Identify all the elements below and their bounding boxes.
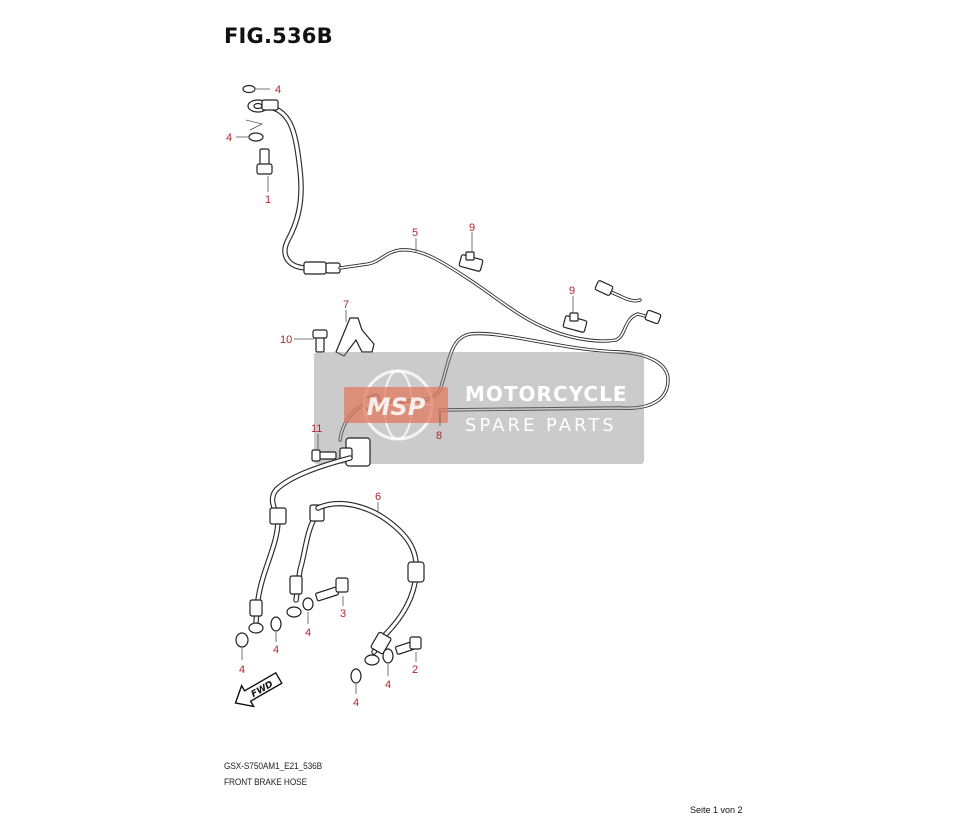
- brake-hose-6: [315, 500, 425, 666]
- callout-11: 11: [311, 423, 322, 435]
- callout-9-a: 9: [469, 222, 475, 234]
- washer-4-c: [302, 597, 314, 611]
- lower-hose-left: [248, 455, 353, 634]
- model-code: GSX-S750AM1_E21_536B: [224, 761, 323, 771]
- callout-9-b: 9: [569, 285, 575, 297]
- pipe-end-fitting: [594, 280, 642, 303]
- brake-pipe-5: [338, 248, 662, 343]
- callout-4-lower-mid: 4: [305, 627, 311, 639]
- callout-2: 2: [412, 664, 418, 676]
- watermark-line1: MOTORCYCLE: [465, 382, 627, 406]
- callout-4-lower-left-a: 4: [239, 664, 245, 676]
- washer-4-a: [235, 632, 249, 648]
- callout-8: 8: [436, 430, 442, 442]
- lower-hose-middle: [286, 504, 325, 618]
- bolt-11: [311, 449, 337, 462]
- upper-hose: [267, 104, 341, 275]
- banjo-bolt-1: [256, 148, 273, 175]
- callout-5: 5: [412, 227, 418, 239]
- figure-name: FRONT BRAKE HOSE: [224, 777, 308, 787]
- top-washer: [242, 84, 256, 94]
- washer-4-b: [270, 616, 282, 632]
- bracket-7: [335, 317, 375, 357]
- washer-4-e: [382, 648, 394, 664]
- callout-10: 10: [280, 334, 292, 346]
- callout-7: 7: [343, 299, 349, 311]
- upper-washer: [248, 132, 264, 142]
- washer-4-d: [350, 668, 362, 684]
- bolt-10: [312, 329, 328, 353]
- top-banjo-fitting: [247, 99, 279, 113]
- watermark-logo: MSP: [367, 393, 426, 421]
- page-indicator: Seite 1 von 2: [690, 805, 743, 815]
- banjo-bolt-3: [315, 577, 349, 602]
- banjo-bolt-2: [394, 636, 422, 655]
- watermark-line2: SPARE PARTS: [465, 415, 617, 436]
- callouts: 4 4 1 5 9 9 7 10 8 11 6 3 4 4 4 2 4 4: [226, 84, 575, 709]
- leader-lines: [236, 88, 574, 694]
- pipe-clamp-9b: [562, 312, 588, 333]
- callout-4-lower-right-a: 4: [353, 697, 359, 709]
- figure-title: FIG.536B: [224, 24, 333, 48]
- callout-1: 1: [265, 194, 271, 206]
- callout-4-lower-left-b: 4: [273, 644, 279, 656]
- fwd-arrow-icon: FWD: [234, 671, 283, 708]
- callout-4-lower-right-b: 4: [385, 679, 391, 691]
- callout-3: 3: [340, 608, 346, 620]
- callout-6: 6: [375, 491, 381, 503]
- callout-4-washer: 4: [226, 132, 232, 144]
- watermark: MSP MOTORCYCLE SPARE PARTS: [314, 352, 644, 464]
- pipe-clamp-9a: [458, 251, 484, 272]
- callout-4-top: 4: [275, 84, 281, 96]
